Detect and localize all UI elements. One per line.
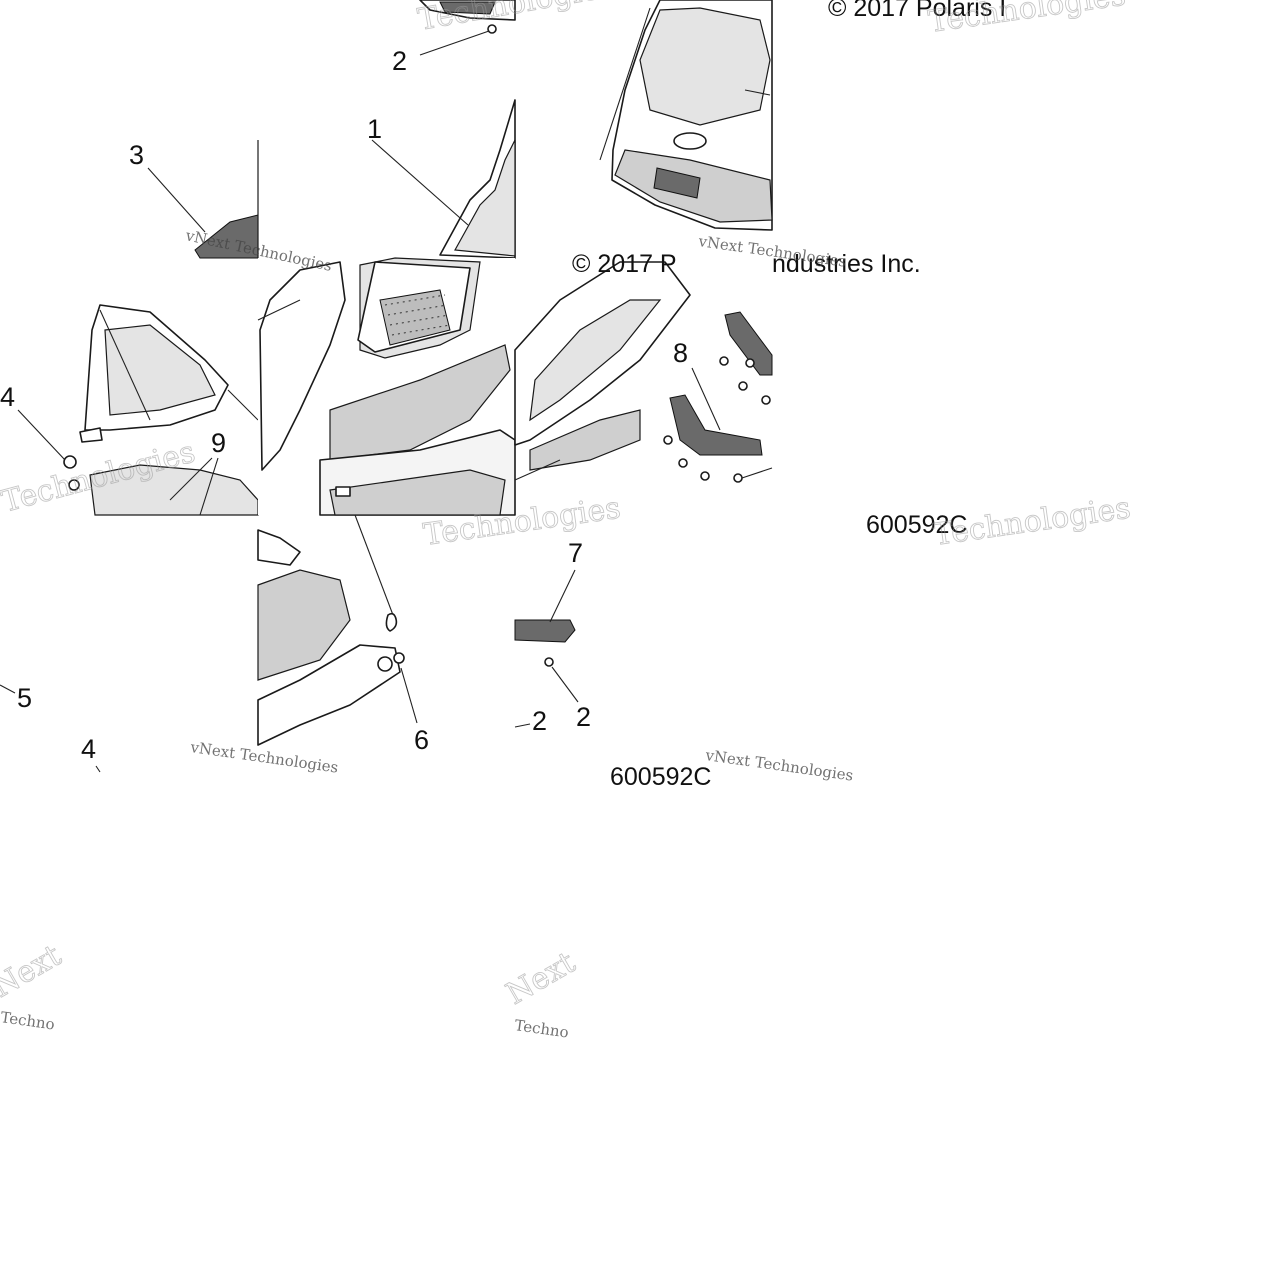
copyright-mid-right: ndustries Inc.	[772, 250, 921, 278]
watermark-vnext-bottom-right: vNext Technologies	[703, 746, 854, 785]
copyright-top: © 2017 Polaris I	[828, 0, 1006, 22]
copyright-mid-left: © 2017 P	[572, 250, 677, 278]
callout-4-lower: 4	[81, 734, 96, 764]
tile-front-panel	[257, 257, 516, 516]
callout-3: 3	[129, 140, 144, 170]
watermark-technologies-top-right: Technologies	[926, 0, 1127, 40]
callout-6: 6	[414, 725, 429, 755]
callout-7: 7	[568, 538, 583, 568]
callout-1: 1	[367, 114, 382, 144]
callout-9: 9	[211, 428, 226, 458]
tile-hood-vent	[599, 0, 773, 231]
watermark-next-fragment-center: Next	[501, 945, 582, 1012]
callout-2-lower-left: 2	[532, 706, 547, 736]
tile-toe-mesh	[514, 569, 579, 728]
watermark-technologies-top: Technologies	[415, 0, 617, 38]
tile-windshield	[17, 304, 259, 516]
watermark-techno-fragment-center: Techno	[513, 1016, 569, 1041]
watermark-technologies-right: Technologies	[931, 491, 1132, 553]
tile-lower-fairing	[257, 514, 418, 746]
drawing-number: 600592C	[866, 511, 967, 539]
watermark-vnext-bottom-left: vNext Technologies	[188, 738, 339, 777]
captions: © 2017 Polaris I © 2017 P ndustries Inc.…	[572, 0, 1006, 791]
tile-upper-fairing	[371, 0, 516, 259]
callout-2: 2	[392, 46, 407, 76]
tile-side-mesh	[147, 140, 259, 259]
watermarks: Technologies Technologies Technologies T…	[0, 0, 1133, 1042]
callout-4: 4	[0, 382, 15, 412]
heel-guard-upper	[719, 311, 773, 405]
tile-lower-left	[0, 684, 101, 773]
heel-guard-lower	[663, 394, 763, 483]
callout-5: 5	[17, 683, 32, 713]
callout-2-lower-right: 2	[576, 702, 591, 732]
watermark-next-fragment-left: Next	[0, 938, 67, 1005]
watermark-techno-fragment-left: Techno	[0, 1008, 56, 1033]
callout-labels: 2 1 3 4 9 8 7 5 4 6 2 2	[0, 46, 688, 764]
drawing-number-partial: 600592C	[610, 763, 711, 791]
callout-8: 8	[673, 338, 688, 368]
mesh-duct	[379, 289, 451, 346]
tile-side-panel	[514, 261, 773, 483]
